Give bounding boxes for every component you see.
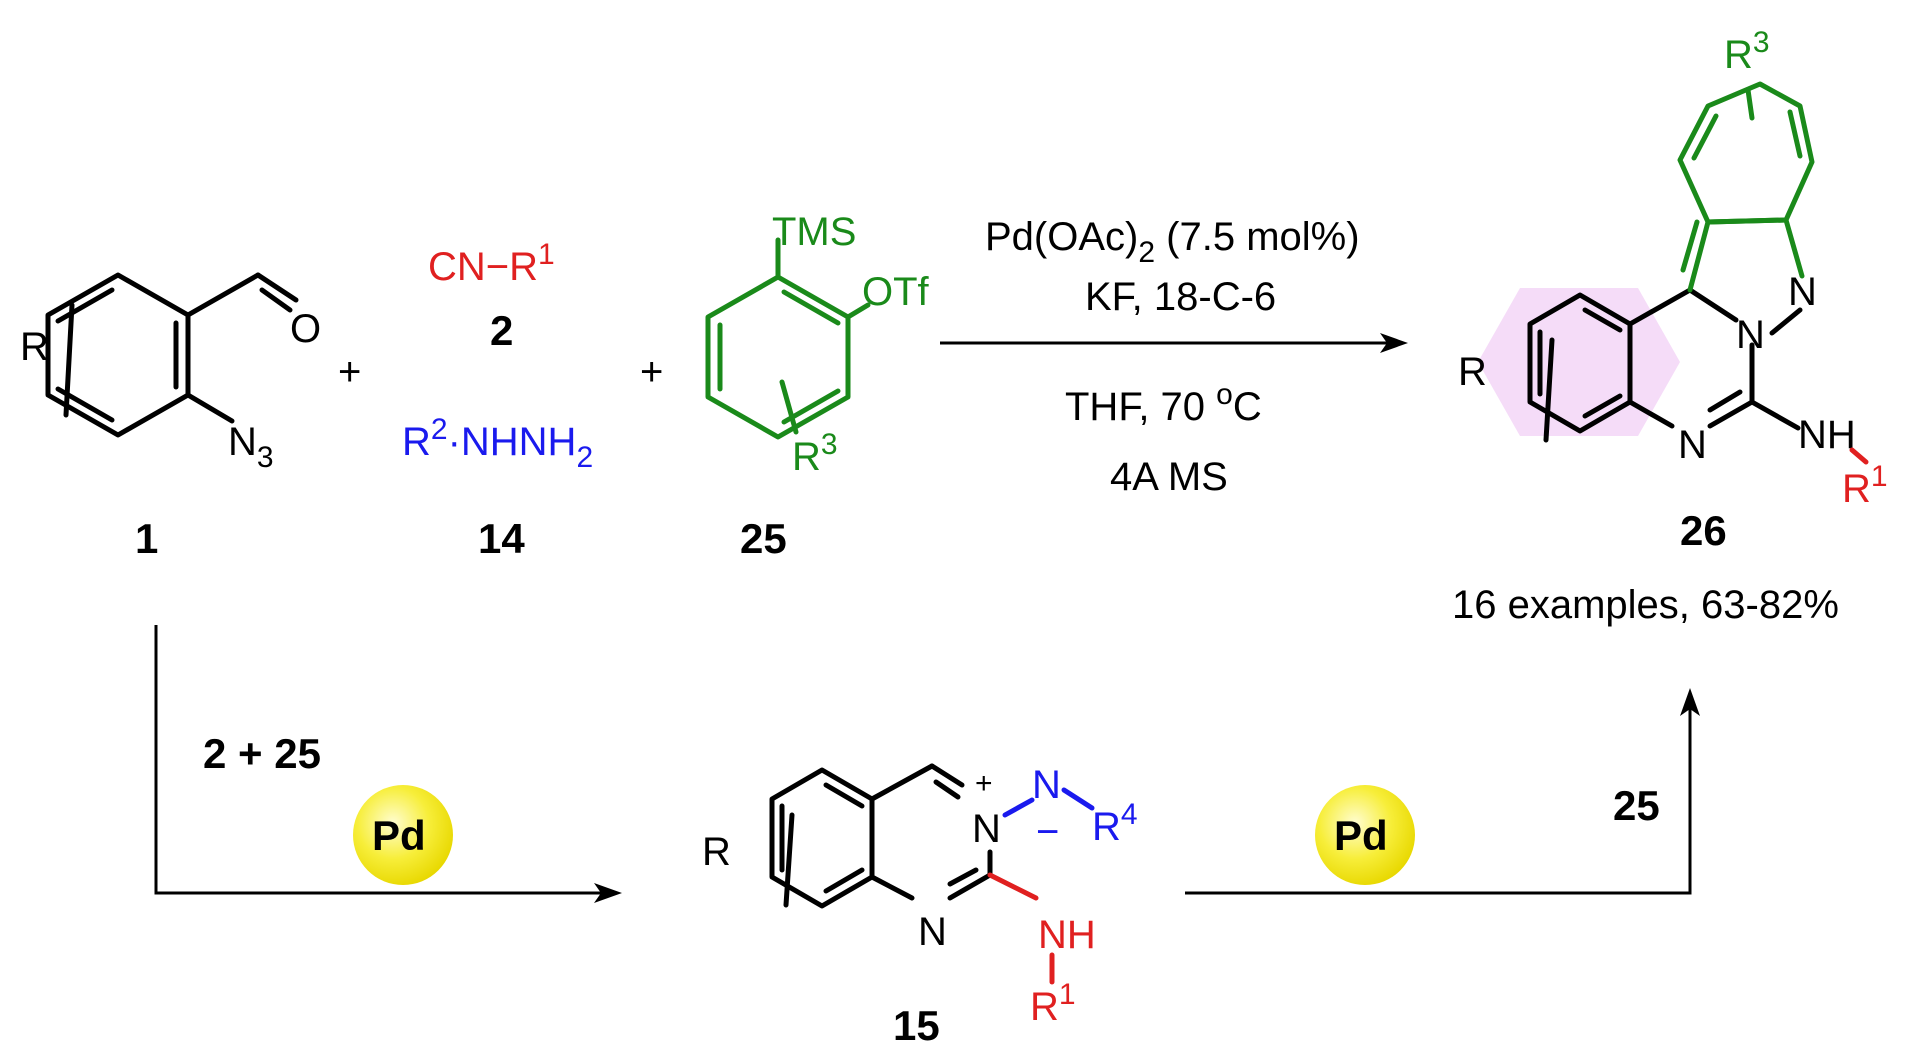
compound-26-ring-n: N (1678, 423, 1707, 467)
pd-badge-left-label: Pd (372, 812, 426, 859)
compound-14: R2·NHNH2 14 (402, 413, 593, 562)
reaction-conditions: Pd(OAc)2 (7.5 mol%) KF, 18-C-6 THF, 70 o… (985, 215, 1360, 499)
compound-15-r4: R4 (1092, 798, 1138, 849)
compound-2-formula: CN−R1 (428, 238, 555, 289)
compound-1-azide: N3 (228, 420, 274, 474)
condition-solvent-temp: THF, 70 oC (1065, 378, 1262, 429)
condition-catalyst: Pd(OAc)2 (7.5 mol%) (985, 215, 1360, 269)
compound-15-number: 15 (893, 1002, 940, 1049)
compound-15-r-label: R (702, 830, 731, 874)
compound-14-number: 14 (478, 515, 525, 562)
compound-25-r3: R3 (792, 428, 838, 479)
compound-25: TMS OTf R3 25 (705, 210, 930, 562)
compound-15-ring-n: N (918, 910, 947, 954)
lower-reagent-right: 25 (1613, 782, 1660, 829)
compound-26-yield: 16 examples, 63-82% (1452, 583, 1839, 627)
compound-15-n-plus: N (972, 807, 1001, 851)
lower-reagents-left: 2 + 25 (203, 730, 321, 777)
condition-sieves: 4A MS (1110, 455, 1228, 499)
plus-sign-2: + (640, 350, 663, 394)
lower-pathway-arrow (154, 625, 622, 903)
compound-25-number: 25 (740, 515, 787, 562)
compound-26-r1: R1 (1842, 460, 1888, 511)
compound-26-number: 26 (1680, 507, 1727, 554)
compound-25-otf: OTf (862, 270, 930, 314)
compound-1: R O N3 1 (20, 272, 321, 562)
compound-1-number: 1 (135, 515, 158, 562)
compound-15-plus: + (975, 767, 993, 800)
compound-26-r-label: R (1458, 350, 1487, 394)
compound-26-pyrazole-n: N (1788, 270, 1817, 314)
compound-15-n-minus: N (1032, 763, 1061, 807)
compound-26: R N N N R3 NH R1 26 16 examples, 63-82% (1452, 26, 1888, 627)
compound-14-formula: R2·NHNH2 (402, 413, 593, 474)
compound-1-r-label: R (20, 325, 49, 369)
compound-15-r1: R1 (1030, 978, 1076, 1029)
main-reaction-arrow (940, 333, 1408, 353)
pd-badge-left: Pd (353, 785, 453, 885)
compound-26-bridge-n: N (1736, 313, 1765, 357)
condition-reagents: KF, 18-C-6 (1085, 275, 1276, 319)
compound-15-minus: − (1036, 810, 1059, 854)
lower-pathway-arrow-right (1185, 688, 1700, 895)
pd-badge-right-label: Pd (1334, 812, 1388, 859)
compound-15-nh: NH (1038, 913, 1096, 957)
compound-25-ring (705, 274, 851, 440)
plus-sign-1: + (338, 350, 361, 394)
compound-26-r3: R3 (1724, 26, 1770, 77)
compound-25-tms: TMS (772, 210, 856, 254)
pd-badge-right: Pd (1315, 785, 1415, 885)
compound-15: R N + N N − R4 NH R1 15 (702, 763, 1138, 1049)
compound-1-oxygen: O (290, 307, 321, 351)
compound-2: CN−R1 2 (428, 238, 555, 354)
compound-26-nh: NH (1798, 413, 1856, 457)
compound-2-number: 2 (490, 307, 513, 354)
